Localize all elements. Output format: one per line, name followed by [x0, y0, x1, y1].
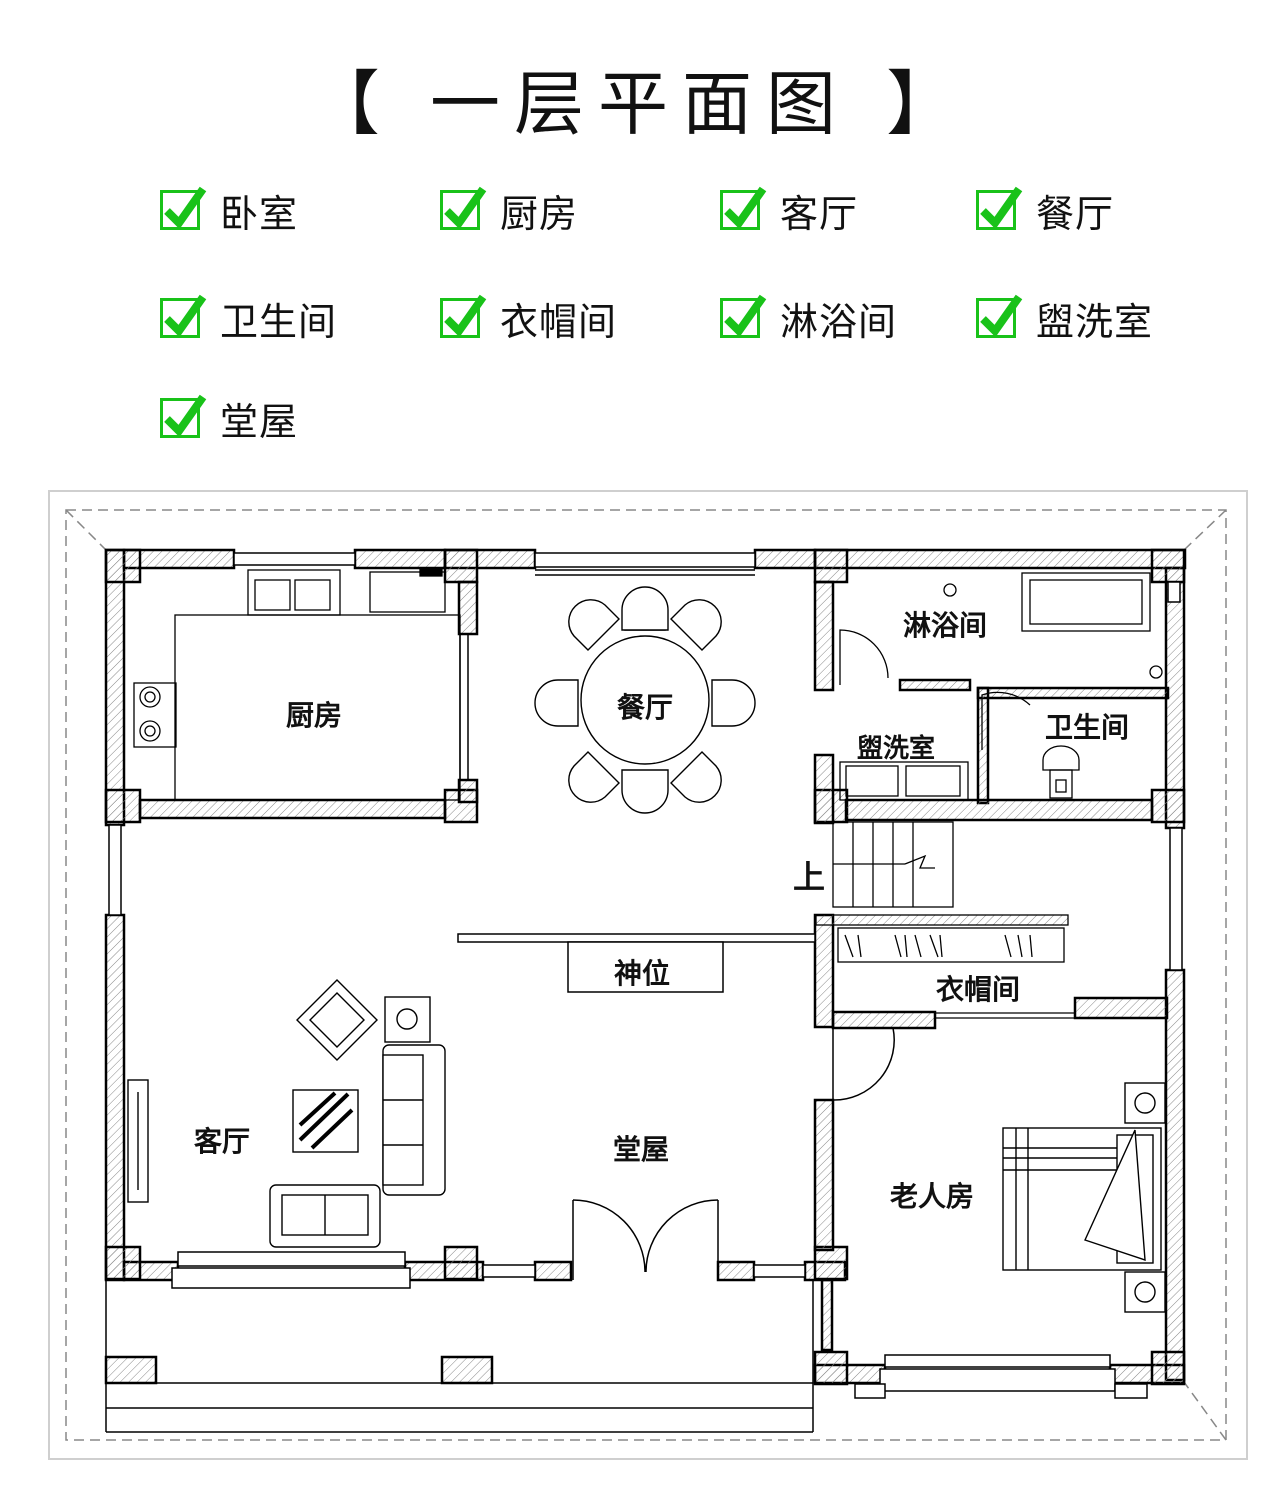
room-legend: 卧室 厨房 客厅 餐厅 卫生间 衣帽间 淋浴间 盥洗室 堂屋 [0, 0, 1280, 470]
legend-label: 卫生间 [220, 299, 338, 344]
room-label-toilet: 卫生间 [1045, 711, 1130, 744]
room-label-shrine: 神位 [614, 957, 671, 990]
windows [108, 552, 1183, 1399]
room-label-shower: 淋浴间 [903, 609, 988, 642]
legend-label: 卧室 [220, 191, 299, 236]
dining-table [534, 586, 756, 814]
structural-columns [104, 548, 1186, 1386]
checkmark-icon [976, 186, 1023, 230]
checkmark-icon [160, 186, 207, 230]
shrine-partition [457, 933, 816, 993]
legend-item: 卧室 [160, 184, 298, 236]
room-label-kitchen: 厨房 [286, 699, 343, 732]
legend-item: 淋浴间 [720, 292, 897, 344]
checkmark-icon [440, 294, 487, 338]
checkmark-icon [160, 294, 207, 338]
legend-label: 客厅 [780, 191, 859, 236]
stairs-up-label: 上 [793, 858, 826, 896]
legend-label: 餐厅 [1036, 191, 1115, 236]
legend-item: 衣帽间 [440, 292, 617, 344]
room-label-elder-room: 老人房 [890, 1180, 975, 1213]
legend-item: 厨房 [440, 184, 578, 236]
legend-label: 淋浴间 [780, 299, 898, 344]
legend-item: 卫生间 [160, 292, 337, 344]
legend-label: 衣帽间 [500, 299, 618, 344]
staircase [832, 821, 954, 908]
doors [459, 634, 895, 1280]
page-title: 【 一层平面图 】 [309, 63, 971, 145]
floor-plan-frame [48, 490, 1248, 1460]
legend-item: 堂屋 [160, 392, 298, 444]
legend-item: 盥洗室 [976, 292, 1153, 344]
checkmark-icon [720, 294, 767, 338]
porch-steps [105, 1280, 814, 1433]
legend-label: 盥洗室 [1036, 299, 1154, 344]
room-label-closet: 衣帽间 [936, 973, 1021, 1006]
checkmark-icon [160, 394, 207, 438]
room-label-washroom: 盥洗室 [857, 734, 936, 764]
interior-walls [138, 580, 1170, 1352]
checkmark-icon [976, 294, 1023, 338]
room-label-dining: 餐厅 [617, 691, 674, 724]
legend-item: 餐厅 [976, 184, 1114, 236]
roof-outline [65, 509, 1227, 1441]
legend-item: 客厅 [720, 184, 858, 236]
checkmark-icon [440, 186, 487, 230]
bedroom-furniture [1002, 1082, 1166, 1313]
legend-label: 厨房 [500, 191, 579, 236]
living-room-furniture [127, 979, 446, 1248]
legend-label: 堂屋 [220, 399, 299, 444]
checkmark-icon [720, 186, 767, 230]
room-label-hall: 堂屋 [613, 1133, 670, 1166]
room-label-living: 客厅 [194, 1125, 251, 1158]
bathroom-fixtures [839, 572, 1163, 801]
closet-fixtures [815, 914, 1075, 1019]
kitchen-fixtures [133, 567, 461, 801]
